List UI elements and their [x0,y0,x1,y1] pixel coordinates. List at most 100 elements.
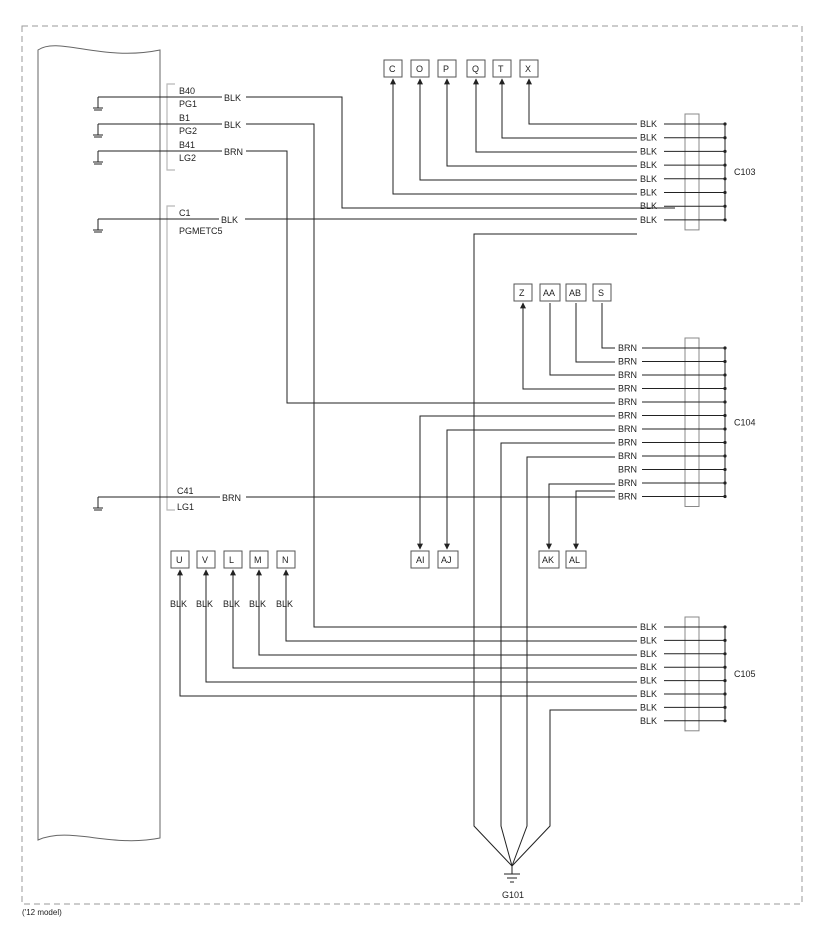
splice-dot [723,481,727,485]
wire-color-label: BLK [640,649,657,659]
bracket-b [166,83,175,171]
splice-dot [723,122,727,126]
splice-dot [723,467,727,472]
wire-color: BLK [223,599,240,609]
wire-color-label: BLK [640,201,657,211]
terminal-label: S [598,288,604,298]
terminal-ab: AB [565,283,587,302]
splice-dot [723,692,727,696]
terminal-label: T [498,64,504,74]
splice-dot [723,454,727,458]
terminal-t: T [492,59,512,78]
wire-color: BLK [276,599,293,609]
wire-color-label: BLK [640,133,657,143]
pin-id: C41 [177,486,194,496]
c104-top-terminal-wires [520,302,615,390]
cross-wires [168,96,675,628]
wire-color-label: BLK [640,676,657,686]
terminal-s: S [592,283,612,302]
terminal-label: X [525,64,531,74]
splice-dot [723,652,727,656]
terminal-label: AI [416,555,425,565]
terminal-label: N [282,555,289,565]
splice-dot [723,359,727,364]
pin-id: B41 [179,140,195,150]
wire-color: BRN [222,493,241,503]
terminal-ak: AK [538,550,560,569]
pin-id: C1 [179,208,191,218]
terminal-v: V BLK [196,550,216,609]
splice-dot [723,665,727,669]
splice-dot [723,386,727,391]
wire-color-label: BRN [618,370,637,380]
wire-color-label: BLK [640,146,657,156]
terminal-label: U [176,555,183,565]
wire-color-label: BLK [640,188,657,198]
terminal-p: P [437,59,457,78]
terminal-label: C [389,64,396,74]
control-unit-outline [37,45,161,842]
wire-color-label: BLK [640,622,657,632]
splice-dot [723,400,727,404]
connector-housing [684,337,700,507]
wire-color: BLK [224,93,241,103]
splice-dot [723,177,727,181]
terminal-z: Z [513,283,533,302]
wire-color-label: BRN [618,465,637,475]
wire-color-label: BLK [640,160,657,170]
model-footnote: ('12 model) [22,908,62,917]
terminal-label: AB [569,288,581,298]
pin-sub: LG1 [177,502,194,512]
splice-dot [723,136,727,140]
terminal-x: X [519,59,539,78]
terminal-label: AJ [441,555,452,565]
c104-bottom-terminal-wires [417,415,615,550]
terminal-o: O [410,59,430,78]
wire-color-label: BRN [618,438,637,448]
wire-color-label: BRN [618,451,637,461]
splice-dot [723,373,727,377]
splice-dot [723,719,727,723]
left-pin-b41: B41 LG2 BRN [179,140,243,163]
terminal-aa: AA [539,283,561,302]
pin-sub: PG2 [179,126,197,136]
wire-color-label: BRN [618,357,637,367]
terminal-label: Z [519,288,525,298]
terminal-label: AK [542,555,554,565]
wire-color-label: BRN [618,424,637,434]
pin-id: B1 [179,113,190,123]
splice-dot [723,427,727,431]
connector-housing [684,616,700,732]
wire-color-label: BLK [640,174,657,184]
wire-color: BLK [196,599,213,609]
c104-top-terminals: Z AA AB S [513,283,612,302]
wire-color: BLK [249,599,266,609]
bracket-c [166,205,175,511]
wire-color-label: BRN [618,384,637,394]
pin-sub: PGMETC5 [179,226,223,236]
c103-terminals: C O P Q T X [383,59,539,78]
wire-color-label: BLK [640,119,657,129]
splice-dot [723,705,727,710]
wire-color-label: BRN [618,492,637,502]
wire-color-label: BRN [618,397,637,407]
terminal-label: O [416,64,423,74]
terminal-label: V [202,555,208,565]
terminal-al: AL [565,550,587,569]
splice-dot [723,163,727,167]
terminal-label: AL [569,555,580,565]
ground-g101: G101 [502,866,524,900]
terminal-aj: AJ [437,550,459,569]
wire-color-label: BLK [640,635,657,645]
wire-color: BLK [221,215,238,225]
terminal-label: L [229,555,234,565]
wire-color: BRN [224,147,243,157]
terminal-ai: AI [410,550,430,569]
terminal-label: P [443,64,449,74]
ground-stubs [93,96,168,511]
wire-color-label: BLK [640,215,657,225]
ground-icon [504,866,520,883]
